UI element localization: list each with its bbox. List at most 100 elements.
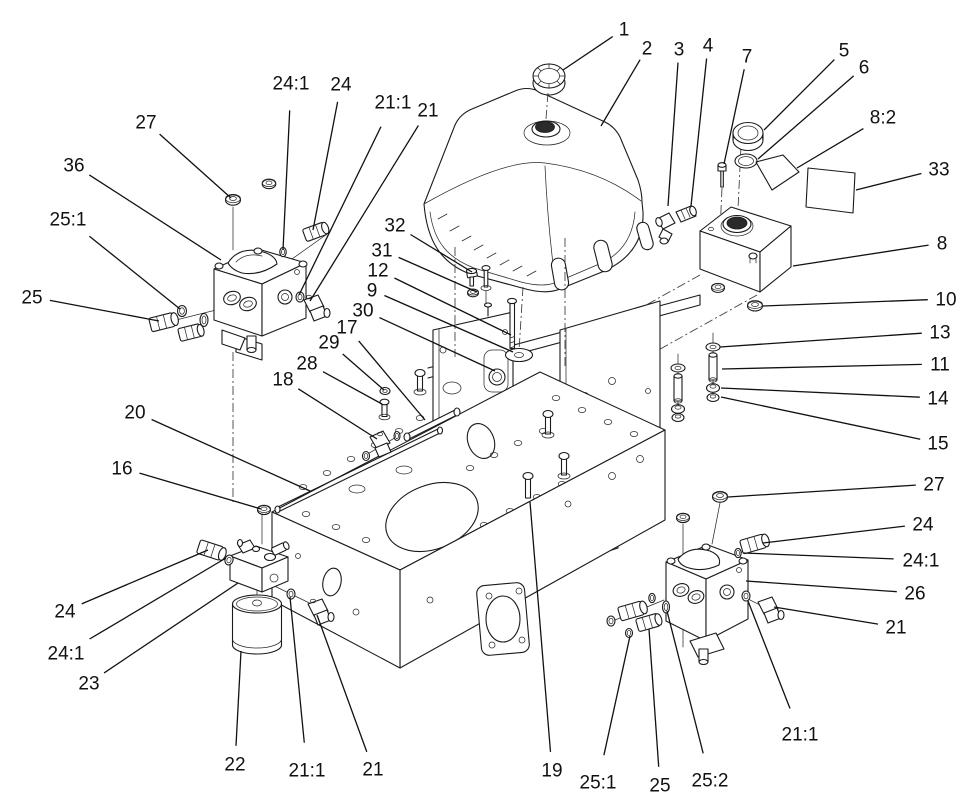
pump-fittings-left (148, 304, 209, 342)
mounting-bolt-stacks (670, 332, 721, 423)
part-number-label: 9 (367, 281, 378, 302)
right-hydraulic-pump (606, 490, 785, 666)
leader-line-31 (398, 256, 478, 293)
leader-line-1 (562, 36, 614, 71)
rod-part20 (277, 427, 441, 513)
tank-alignment-lines (454, 238, 566, 366)
grommet-part30 (488, 368, 506, 386)
leader-line-24 (312, 101, 339, 231)
part-number-label: 21 (417, 101, 438, 122)
part-number-label: 25 (21, 288, 42, 309)
leader-line-6 (757, 75, 855, 160)
left-hydraulic-pump (148, 178, 331, 361)
leader-line-19 (529, 501, 552, 752)
pump2-fittings-left (606, 592, 671, 639)
part-number-label: 33 (928, 160, 949, 181)
leader-line-24 (81, 549, 209, 605)
part-number-label: 11 (930, 355, 950, 376)
part-number-label: 24:1 (273, 74, 310, 95)
part-number-label: 27 (135, 113, 156, 134)
part-number-label: 2 (642, 39, 653, 60)
elbow-part18 (361, 430, 401, 462)
leader-line-21 (309, 125, 419, 302)
leader-line-12 (394, 277, 512, 336)
screw-part32 (465, 267, 478, 287)
oil-filter-assembly (196, 504, 335, 655)
leader-line-8 (792, 244, 929, 267)
part-number-label: 19 (541, 761, 562, 782)
reservoir-cap (732, 121, 764, 152)
part-number-label: 3 (674, 40, 685, 61)
frame-chassis (271, 294, 701, 669)
flange-nut-27-right (711, 490, 729, 503)
part-number-label: 24 (912, 515, 934, 536)
part-number-label: 17 (336, 318, 357, 339)
part-number-label: 21:1 (782, 725, 819, 746)
leader-line-16 (139, 472, 262, 510)
decal-8-2 (755, 154, 800, 191)
part-number-label: 27 (923, 475, 944, 496)
leader-line-32 (410, 233, 473, 273)
leader-line-21:1 (747, 600, 791, 709)
flange-nut-27-left (224, 193, 242, 206)
part-number-label: 6 (859, 58, 870, 79)
part-number-label: 18 (272, 370, 293, 391)
part-number-label: 7 (742, 47, 753, 68)
leader-line-22 (235, 650, 242, 746)
leader-line-7 (723, 69, 745, 165)
part-number-label: 25:2 (692, 771, 729, 792)
bolt-part28 (378, 398, 391, 421)
reservoir-neck (726, 216, 748, 230)
part-number-label: 24 (54, 602, 76, 623)
leader-line-36 (88, 174, 222, 261)
part-number-label: 8:2 (870, 108, 896, 129)
part-number-label: 21 (885, 618, 906, 639)
part-number-label: 21 (362, 760, 383, 781)
flange-nut-10 (746, 300, 764, 312)
part-number-label: 30 (352, 301, 373, 322)
leader-line-21 (316, 614, 368, 753)
flange-nut-16 (256, 504, 272, 516)
leader-line-9 (384, 294, 514, 353)
leader-line-25:1 (88, 235, 181, 310)
tank-seam-hatch (437, 213, 537, 277)
leader-line-27 (159, 133, 232, 199)
leader-line-24:1 (89, 557, 227, 640)
leader-line-27 (727, 484, 916, 498)
leader-line-23 (103, 582, 239, 674)
pump-fittings-right (279, 221, 331, 322)
leader-line-15 (720, 396, 921, 440)
part-number-label: 4 (703, 36, 714, 57)
part-number-label: 28 (296, 354, 317, 375)
hydraulic-reservoir (655, 121, 856, 312)
leader-line-5 (763, 59, 835, 131)
part-number-label: 21:1 (375, 93, 412, 114)
leader-line-24 (762, 525, 905, 544)
bolt-with-washer (480, 265, 492, 304)
flange-nut (261, 178, 277, 190)
part-number-label: 12 (367, 261, 388, 282)
part-number-label: 25 (649, 776, 670, 797)
part-number-label: 24:1 (48, 644, 85, 665)
leader-line-33 (855, 172, 922, 191)
leader-line-25 (648, 628, 660, 767)
leader-line-25:1 (603, 635, 631, 756)
part-number-label: 24 (330, 75, 352, 96)
flange-nut (710, 282, 726, 294)
part-number-label: 22 (224, 755, 245, 776)
decal-33 (805, 167, 856, 214)
part-number-label: 25:1 (580, 773, 617, 794)
part-number-label: 24:1 (903, 551, 940, 572)
flange-nut (675, 512, 691, 524)
part-number-label: 32 (384, 216, 405, 237)
leader-line-17 (358, 340, 426, 421)
tank-foot (636, 221, 654, 251)
leader-line-26 (745, 580, 897, 593)
reservoir-fittings (655, 205, 697, 245)
leader-line-25 (49, 299, 160, 322)
leader-line-3 (667, 62, 679, 207)
part-number-label: 21:1 (289, 761, 326, 782)
